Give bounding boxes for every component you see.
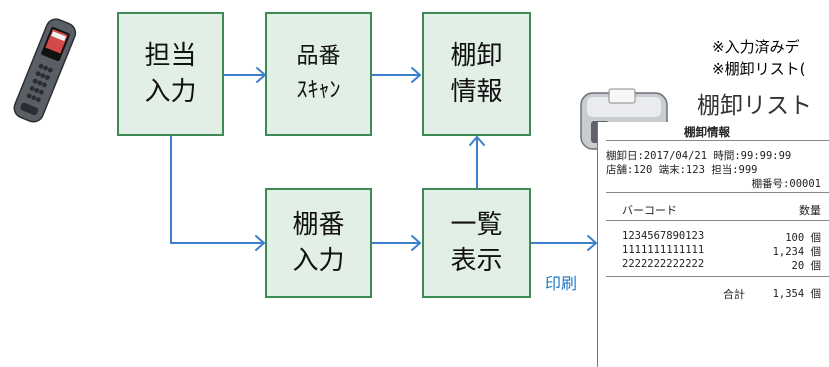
box-ichiran-display: 一覧 表示 <box>422 188 531 298</box>
receipt-row-qty: 20 個 <box>791 260 821 272</box>
box-tanaban-input: 棚番 入力 <box>265 188 372 298</box>
receipt-row-code: 1234567890123 <box>622 230 705 242</box>
receipt-store-line: 店舗:120 端末:123 担当:999 <box>606 164 758 176</box>
receipt-total-label: 合計 <box>723 288 745 301</box>
handheld-terminal-icon <box>13 18 77 123</box>
receipt-total-value: 1,354 個 <box>772 288 821 300</box>
receipt-row-qty: 100 個 <box>785 232 821 244</box>
box-tanto-input: 担当 入力 <box>117 12 224 136</box>
receipt-row-qty: 1,234 個 <box>772 246 821 258</box>
receipt-col-barcode: バーコード <box>622 204 677 217</box>
box-hinban-scan: 品番 ｽｷｬﾝ <box>265 12 372 136</box>
receipt-shelf-line: 棚番号:00001 <box>751 178 821 190</box>
receipt-preview: 棚卸情報 棚卸日:2017/04/21 時間:99:99:99 店舗:120 端… <box>597 122 829 367</box>
receipt-date-line: 棚卸日:2017/04/21 時間:99:99:99 <box>606 150 792 162</box>
print-label: 印刷 <box>545 274 578 293</box>
box-tanaoroshi-info: 棚卸 情報 <box>422 12 531 136</box>
receipt-heading: 棚卸情報 <box>684 125 730 139</box>
receipt-col-qty: 数量 <box>799 204 821 217</box>
receipt-row-code: 1111111111111 <box>622 244 705 256</box>
arrow-tanto-to-tanaban <box>170 135 265 244</box>
receipt-row-code: 2222222222222 <box>622 258 705 270</box>
note-line-1: ※入力済みデ <box>712 38 800 56</box>
note-line-2: ※棚卸リスト( <box>712 60 806 78</box>
list-title: 棚卸リスト <box>697 93 812 119</box>
